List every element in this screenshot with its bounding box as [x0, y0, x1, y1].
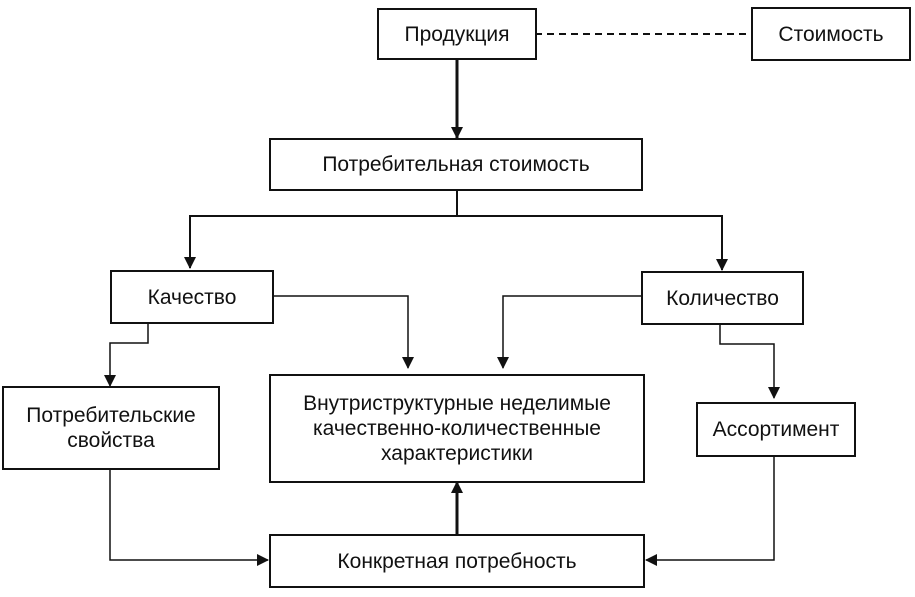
node-potrebitelskie-svoystva-text: Потребительские свойства [26, 403, 195, 453]
node-stoimost-label: Стоимость [778, 22, 884, 46]
node-assortiment-label: Ассортимент [712, 418, 840, 441]
node-kachestvo-label: Качество [147, 285, 237, 309]
node-kachestvo: Качество [110, 270, 274, 324]
node-produkciya-label: Продукция [404, 22, 510, 46]
edge-potrebitelnaya-kachestvo [184, 190, 458, 269]
node-vnutristrukturnye-line-2: качественно-количественные [312, 417, 601, 440]
node-produkciya: Продукция [377, 8, 537, 60]
edge-kolichestvo-vnutristrukturnye [497, 295, 642, 369]
node-potrebitelnaya-stoimost: Потребительная стоимость [269, 138, 643, 191]
edge-potrebitelnaya-kolichestvo [457, 215, 728, 271]
edge-kachestvo-vnutristrukturnye [272, 295, 414, 369]
node-vnutristrukturnye-line-1: Внутриструктурные неделимые [303, 392, 611, 415]
edge-svoystva-konkretnaya [109, 468, 269, 566]
node-vnutristrukturnye: Внутриструктурные неделимые качественно-… [269, 374, 645, 483]
node-stoimost: Стоимость [751, 7, 911, 61]
node-potrebitelnaya-stoimost-label: Потребительная стоимость [322, 153, 590, 176]
edge-kachestvo-svoystva [104, 323, 149, 387]
node-potrebitelskie-svoystva-line-1: Потребительские [26, 404, 196, 427]
node-kolichestvo-label: Количество [666, 286, 779, 310]
node-konkretnaya-potrebnost-label: Конкретная потребность [337, 549, 577, 573]
edge-assortiment-konkretnaya [645, 456, 775, 566]
edge-kolichestvo-assortiment [719, 323, 780, 399]
node-potrebitelskie-svoystva-line-2: свойства [67, 429, 155, 452]
node-potrebitelskie-svoystva: Потребительские свойства [2, 386, 220, 470]
node-vnutristrukturnye-text: Внутриструктурные неделимые качественно-… [303, 391, 611, 466]
node-kolichestvo: Количество [641, 271, 804, 325]
node-vnutristrukturnye-line-3: характеристики [381, 442, 533, 465]
node-assortiment: Ассортимент [696, 402, 856, 457]
node-konkretnaya-potrebnost: Конкретная потребность [269, 534, 645, 588]
